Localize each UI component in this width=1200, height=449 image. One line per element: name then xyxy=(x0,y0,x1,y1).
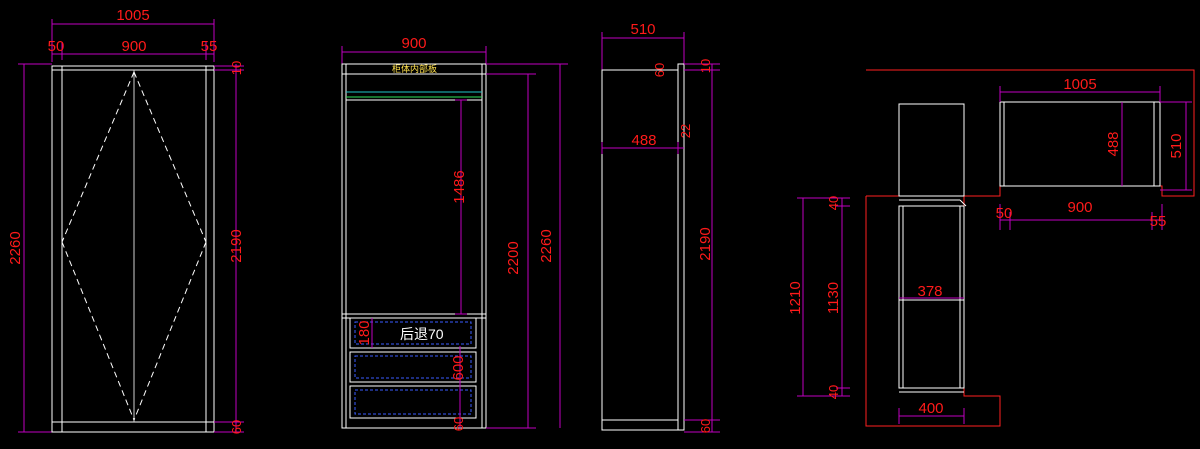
plan-inner-900: 900 xyxy=(1067,199,1092,216)
interior-top-dimension: 900 xyxy=(341,35,487,66)
room-outline-top xyxy=(866,69,1195,197)
front-top-dimensions: 1005 50 900 55 xyxy=(48,7,218,62)
front-left-height: 2260 xyxy=(7,63,52,433)
side-door-profile xyxy=(677,63,685,431)
side-top-dim: 60 xyxy=(652,63,667,77)
drawer-3 xyxy=(349,385,477,419)
front-view: 1005 50 900 55 2260 xyxy=(7,7,245,434)
interior-width: 900 xyxy=(401,35,426,52)
drawer-1 xyxy=(349,317,477,349)
side-right-top: 10 xyxy=(698,59,713,73)
plan-cab-outer-depth: 510 xyxy=(1168,133,1185,158)
hanging-height: 1486 xyxy=(451,170,468,203)
interior-cabinet-outline xyxy=(341,63,487,429)
side-view: 510 488 22 60 10 2190 60 xyxy=(601,21,720,433)
plan-lower-width: 400 xyxy=(918,400,943,417)
front-total-height: 2260 xyxy=(7,231,24,264)
front-right-dimensions: 10 2190 60 xyxy=(214,61,245,434)
front-left-side: 50 xyxy=(48,38,65,55)
drawer-block: 600 xyxy=(450,355,467,380)
door-diamond-pattern xyxy=(61,71,207,421)
plan-left-total: 1210 xyxy=(787,281,804,314)
side-inner-depth: 488 xyxy=(631,132,656,149)
plan-top-cabinet xyxy=(999,101,1161,187)
plan-upper-width: 378 xyxy=(917,283,942,300)
plan-top-40: 40 xyxy=(826,196,841,210)
side-depth: 510 xyxy=(630,21,655,38)
drawer-setback-note: 后退70 xyxy=(400,326,444,342)
interior-bottom-dim: 60 xyxy=(451,417,466,431)
plan-cab-depth: 488 xyxy=(1105,131,1122,156)
interior-top-label: 柜体内部板 xyxy=(392,63,437,74)
front-bottom-dim: 60 xyxy=(229,420,244,434)
front-overall-width: 1005 xyxy=(116,7,149,24)
side-height: 2190 xyxy=(697,227,714,260)
drawer-height: 180 xyxy=(356,320,373,345)
front-inner-width: 900 xyxy=(121,38,146,55)
front-cabinet-outline xyxy=(51,65,215,433)
plan-cab-width: 1005 xyxy=(1063,76,1096,93)
side-cabinet-outline xyxy=(601,69,679,431)
interior-view: 900 柜体内部板 后退70 180 600 60 1486 2 xyxy=(341,35,568,431)
front-right-side: 55 xyxy=(201,38,218,55)
side-offset: 22 xyxy=(678,124,693,138)
plan-bottom-40: 40 xyxy=(826,385,841,399)
interior-inner-height: 2200 xyxy=(505,241,522,274)
plan-left-50: 50 xyxy=(996,205,1013,222)
plan-lower-unit xyxy=(898,205,965,389)
plan-view: 1005 488 510 50 900 55 378 400 1210 xyxy=(787,69,1195,427)
plan-mid-height: 1130 xyxy=(825,282,842,314)
front-top-dim: 10 xyxy=(229,61,244,75)
plan-column xyxy=(898,103,965,197)
plan-right-55: 55 xyxy=(1150,213,1167,230)
interior-outer-height: 2260 xyxy=(538,229,555,262)
front-body-height: 2190 xyxy=(228,229,245,262)
side-bottom-dim: 60 xyxy=(698,419,713,433)
drawer-2 xyxy=(349,351,477,383)
